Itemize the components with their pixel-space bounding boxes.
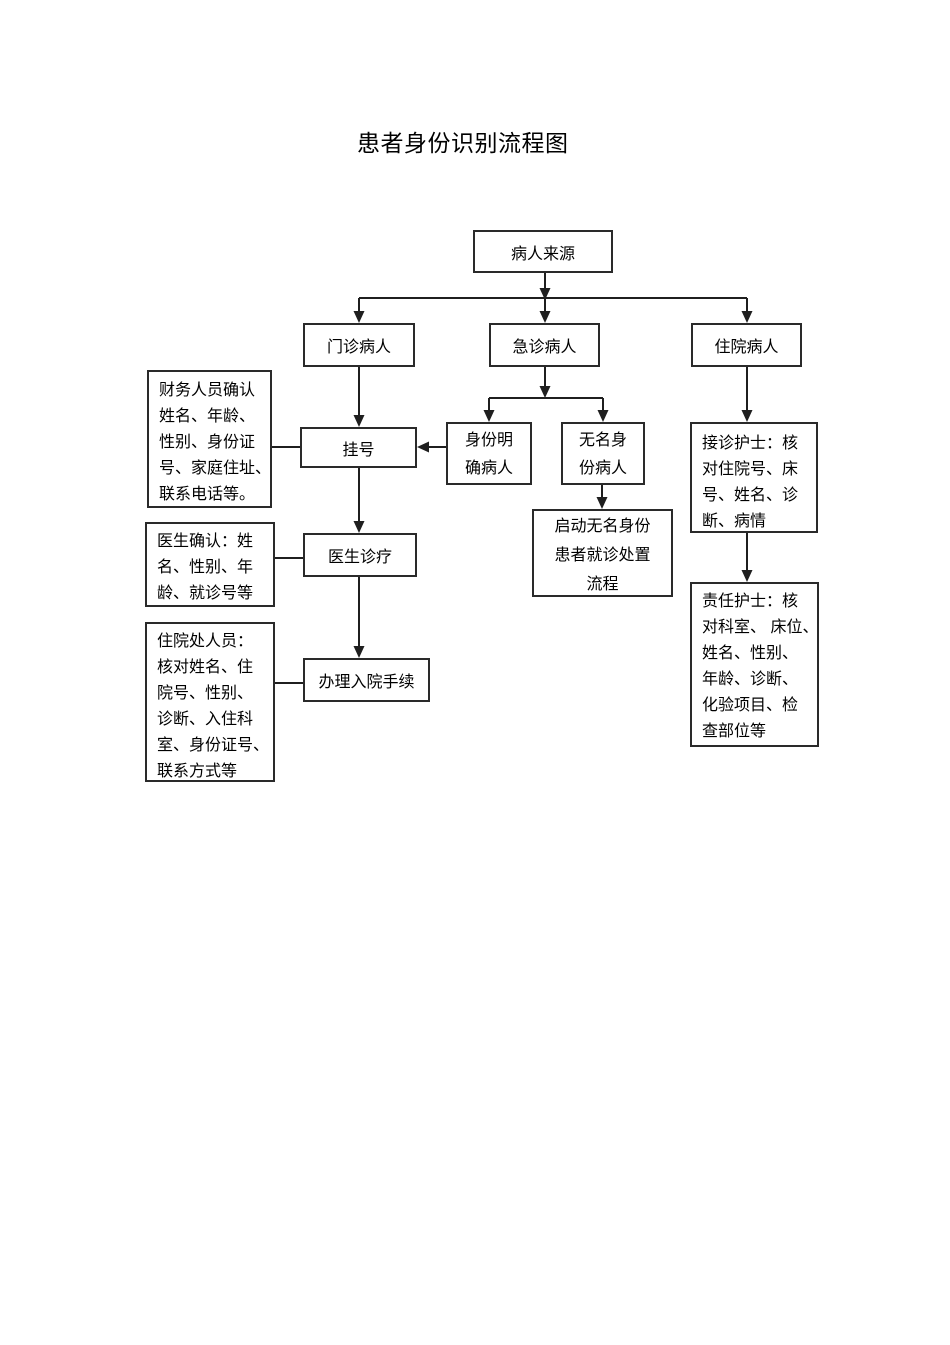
connector-trunk-to-emergency xyxy=(539,299,551,323)
connector-split-to-unnamed xyxy=(597,398,609,422)
node-identity-clear: 身份明 确病人 xyxy=(446,422,532,485)
note-line: 姓名、年龄、 xyxy=(159,408,256,425)
note-admission-office: 住院处人员： 核对姓名、住 院号、性别、 诊断、入住科 室、身份证号、 联系方式… xyxy=(145,622,275,782)
connector-emergency-to-split xyxy=(539,367,551,398)
node-label: 医生诊疗 xyxy=(327,549,392,566)
node-outpatient: 门诊病人 xyxy=(303,323,415,367)
connector-source-to-trunk xyxy=(539,273,551,300)
node-unnamed-identity: 无名身 份病人 xyxy=(561,422,645,485)
note-line: 龄、就诊号等 xyxy=(157,585,254,602)
note-line: 联系方式等 xyxy=(157,763,238,780)
note-line: 医生确认：姓 xyxy=(157,533,254,550)
node-label-line: 身份明 xyxy=(464,432,513,449)
note-line: 号、家庭住址、 xyxy=(159,460,272,477)
connector-doctor-to-admission xyxy=(353,577,365,658)
node-label: 办理入院手续 xyxy=(318,674,415,691)
node-doctor-treatment: 医生诊疗 xyxy=(303,533,417,577)
note-line: 对住院号、床 xyxy=(702,461,799,478)
node-start-unnamed-process: 启动无名身份 患者就诊处置 流程 xyxy=(532,509,673,597)
connector-trunk-to-outpatient xyxy=(353,298,365,323)
node-label-line: 份病人 xyxy=(578,460,627,477)
note-line: 断、病情 xyxy=(702,513,767,530)
node-label-line: 无名身 xyxy=(578,432,627,449)
note-line: 对科室、 床位、 xyxy=(702,619,819,636)
connector-inpatient-to-reception-nurse xyxy=(741,367,753,422)
connector-split-to-identity-clear xyxy=(483,398,495,422)
node-label: 门诊病人 xyxy=(326,339,391,356)
node-label: 挂号 xyxy=(342,441,375,459)
note-line: 名、性别、年 xyxy=(157,559,254,576)
note-line: 室、身份证号、 xyxy=(157,737,270,754)
node-label-line: 启动无名身份 xyxy=(554,518,651,535)
note-line: 住院处人员： xyxy=(157,633,254,650)
note-line: 姓名、性别、 xyxy=(702,645,799,662)
node-inpatient: 住院病人 xyxy=(691,323,802,367)
connector-trunk-to-inpatient xyxy=(741,298,753,323)
note-line: 查部位等 xyxy=(702,723,767,740)
connector-identity-clear-to-registration xyxy=(417,441,446,453)
note-line: 年龄、诊断、 xyxy=(702,671,799,688)
note-finance-staff: 财务人员确认 姓名、年龄、 性别、身份证 号、家庭住址、 联系电话等。 xyxy=(147,370,272,508)
note-line: 化验项目、检 xyxy=(702,697,799,714)
node-label-line: 流程 xyxy=(586,576,619,593)
node-label: 住院病人 xyxy=(714,339,779,356)
node-emergency: 急诊病人 xyxy=(489,323,600,367)
node-label: 急诊病人 xyxy=(512,339,577,356)
connector-outpatient-to-registration xyxy=(353,367,365,427)
note-line: 诊断、入住科 xyxy=(157,711,254,728)
node-label-line: 确病人 xyxy=(464,460,513,477)
note-line: 号、姓名、诊 xyxy=(702,487,799,504)
note-line: 财务人员确认 xyxy=(159,382,256,399)
connector-unnamed-to-start-process xyxy=(596,485,608,509)
note-line: 院号、性别、 xyxy=(157,685,254,702)
connector-reception-to-duty-nurse xyxy=(741,533,753,582)
node-admission-procedure: 办理入院手续 xyxy=(303,658,430,702)
node-label: 病人来源 xyxy=(510,245,575,263)
page-title: 患者身份识别流程图 xyxy=(357,130,569,156)
note-line: 接诊护士：核 xyxy=(702,435,799,452)
node-reception-nurse: 接诊护士：核 对住院号、床 号、姓名、诊 断、病情 xyxy=(690,422,818,533)
node-patient-source: 病人来源 xyxy=(473,230,613,273)
node-label-line: 患者就诊处置 xyxy=(554,547,651,564)
node-duty-nurse: 责任护士：核 对科室、 床位、 姓名、性别、 年龄、诊断、 化验项目、检 查部位… xyxy=(690,582,819,747)
connector-registration-to-doctor xyxy=(353,468,365,533)
node-registration: 挂号 xyxy=(300,427,417,468)
note-line: 核对姓名、住 xyxy=(157,659,254,676)
note-line: 责任护士：核 xyxy=(702,593,799,610)
note-doctor-confirm: 医生确认：姓 名、性别、年 龄、就诊号等 xyxy=(145,522,275,607)
note-line: 联系电话等。 xyxy=(159,486,256,503)
note-line: 性别、身份证 xyxy=(159,434,256,451)
